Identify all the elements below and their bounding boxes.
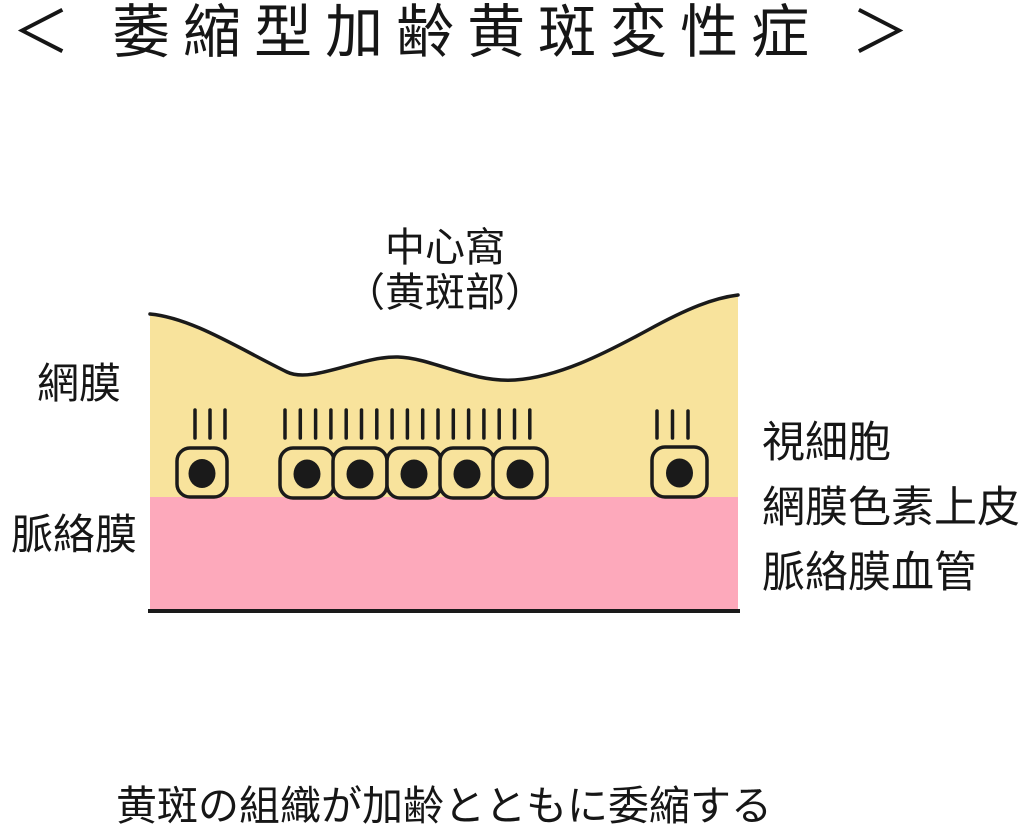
page-title: ＜ 萎縮型加齢黄斑変性症 ＞ [12,0,923,65]
cell-nucleus-dot [666,458,693,488]
retina-surface-outline [148,293,740,382]
bottom-caption: 黄斑の組織が加齢とともに委縮する [116,783,772,829]
fovea-label-line1: 中心窩 [385,226,505,270]
cell-nucleus-dot [346,459,374,489]
cell-nucleus-dot [453,459,481,489]
choroidal-vessels-label: 脈絡膜血管 [762,549,977,597]
cell-nucleus-dot [400,459,428,489]
rpe-label: 網膜色素上皮 [762,484,1020,532]
choroid-layer-shape [150,497,738,610]
photoreceptor-label: 視細胞 [762,419,891,467]
retina-label: 網膜 [36,360,121,407]
cell-nucleus-dot [293,459,321,489]
fovea-label-line2: （黄斑部） [345,271,545,315]
cell-nucleus-dot [506,459,534,489]
cell-nucleus-dot [188,459,216,488]
photoreceptor-cells-group [175,445,709,500]
layer-legend: 視細胞 網膜色素上皮 脈絡膜血管 [762,411,1024,606]
fovea-label: 中心窩 （黄斑部） [275,226,615,316]
choroid-label: 脈絡膜 [10,511,137,558]
cilia-group [193,408,690,440]
